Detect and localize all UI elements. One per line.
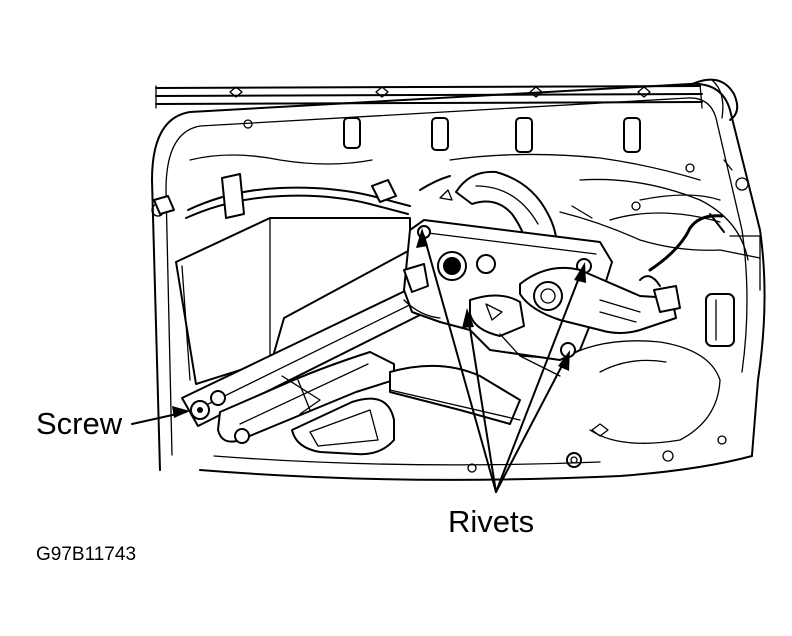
screw-label: Screw: [36, 406, 123, 441]
rivet-leader-line-3: [495, 269, 583, 493]
rivet-leader-line-2: [467, 315, 497, 493]
figure-code: G97B11743: [36, 544, 136, 565]
door-inner-panel: [151, 78, 766, 481]
callout-arrows: [131, 228, 586, 493]
rivets-label: Rivets: [448, 504, 534, 539]
rivet-arrowhead-1: [416, 228, 428, 248]
rivet-leader-line-1: [423, 235, 497, 493]
rivet-arrowhead-2: [462, 308, 474, 328]
rivet-arrowhead-4: [558, 350, 570, 371]
screw-arrowhead: [172, 406, 190, 418]
window-glass: [175, 217, 411, 385]
rivet-arrowhead-3: [574, 262, 586, 283]
regulator-arm: [181, 277, 521, 456]
rivet-leader-line-4: [495, 357, 567, 493]
